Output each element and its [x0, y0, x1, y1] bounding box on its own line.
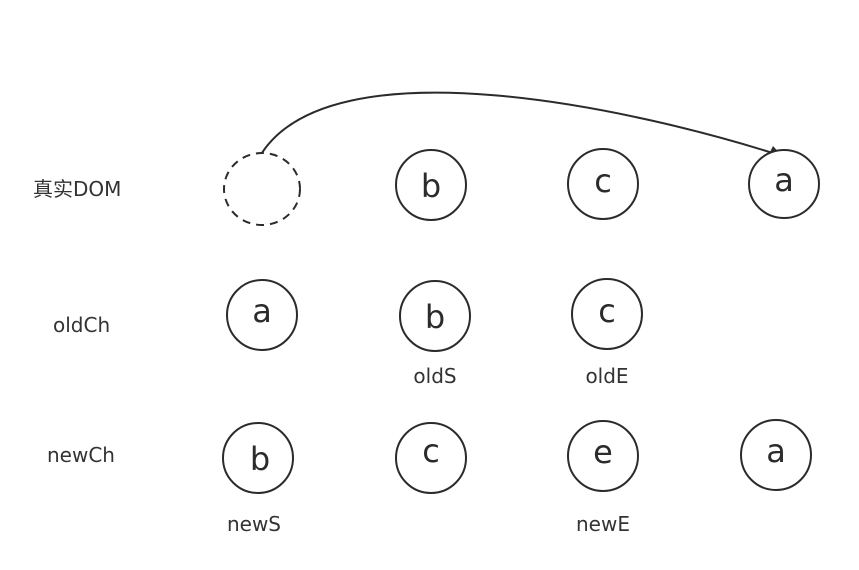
svg-text:a: a: [766, 432, 786, 470]
new-ch-node-a: a: [740, 419, 812, 491]
real-dom-node-b: b: [395, 149, 467, 221]
old-ch-node-c: c: [571, 278, 643, 350]
row-label-old-ch: oldCh: [53, 313, 110, 337]
real-dom-node-placeholder: [223, 152, 301, 226]
move-arrow: [259, 91, 783, 157]
real-dom-node-a: a: [748, 149, 820, 219]
svg-text:e: e: [593, 433, 613, 471]
svg-text:c: c: [594, 162, 612, 200]
svg-text:c: c: [422, 432, 440, 470]
svg-text:b: b: [421, 167, 441, 205]
svg-text:a: a: [774, 161, 794, 199]
pointer-old-end: oldE: [585, 364, 628, 388]
new-ch-node-b: b: [222, 422, 294, 494]
pointer-old-start: oldS: [413, 364, 456, 388]
real-dom-node-c: c: [567, 148, 639, 220]
pointer-new-start: newS: [227, 512, 281, 536]
svg-text:a: a: [252, 292, 272, 330]
row-label-new-ch: newCh: [47, 443, 115, 467]
pointer-new-end: newE: [576, 512, 630, 536]
new-ch-node-c: c: [395, 422, 467, 494]
old-ch-node-b: b: [399, 280, 471, 352]
new-ch-node-e: e: [567, 420, 639, 492]
svg-text:b: b: [250, 440, 270, 478]
svg-text:b: b: [425, 298, 445, 336]
svg-text:c: c: [598, 292, 616, 330]
row-label-real-dom: 真实DOM: [33, 177, 121, 201]
old-ch-node-a: a: [226, 279, 298, 351]
